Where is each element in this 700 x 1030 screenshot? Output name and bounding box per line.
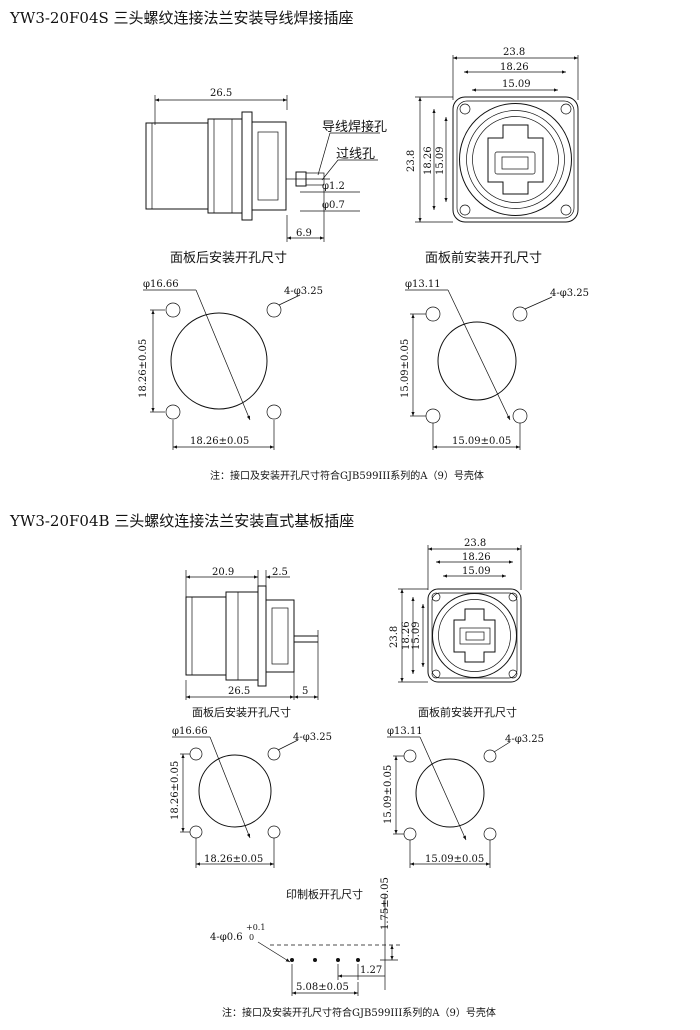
- pcb-caption: 印制板开孔尺寸: [286, 887, 363, 901]
- s2-fv-hole: 18.26: [462, 552, 491, 563]
- s2-caption-rear: 面板后安装开孔尺寸: [192, 705, 291, 719]
- cutout-rear-2: φ16.66 4-φ3.25 18.26±0.05 18.26±0.05: [170, 726, 332, 868]
- s1-cf-vdim: 15.09±0.05: [400, 339, 411, 398]
- s1-fv-vinner: 15.09: [435, 146, 446, 175]
- s1-dim-length: 26.5: [210, 88, 232, 99]
- s1-dia-inner: φ0.7: [322, 200, 345, 211]
- s2-cr-holes: 4-φ3.25: [293, 732, 332, 743]
- s2-cf-dia: φ13.11: [387, 726, 423, 737]
- s2-cf-hdim: 15.09±0.05: [425, 854, 484, 865]
- front-view-2: 23.8 18.26 15.09 23.8 18.26 15.09: [389, 538, 522, 683]
- s1-label-weld-hole: 导线焊接孔: [322, 119, 387, 135]
- s1-caption-front: 面板前安装开孔尺寸: [425, 250, 542, 266]
- s2-cf-vdim: 15.09±0.05: [383, 765, 394, 824]
- s2-caption-front: 面板前安装开孔尺寸: [418, 705, 517, 719]
- s1-cr-vdim: 18.26±0.05: [138, 339, 149, 398]
- s1-cr-hdim: 18.26±0.05: [190, 436, 249, 447]
- s1-cr-dia: φ16.66: [143, 279, 179, 290]
- s1-dia-outer: φ1.2: [322, 181, 345, 192]
- s1-dim-tail: 6.9: [296, 228, 312, 239]
- s1-fv-hole: 18.26: [500, 62, 529, 73]
- s2-cf-holes: 4-φ3.25: [505, 734, 544, 745]
- s1-cf-dia: φ13.11: [405, 279, 441, 290]
- section2-title: YW3-20F04B 三头螺纹连接法兰安装直式基板插座: [9, 512, 354, 530]
- pcb-span: 5.08±0.05: [296, 982, 349, 993]
- front-view-1: 23.8 18.26 15.09 23.8 18.26 15.09: [406, 47, 579, 223]
- s1-cr-holes: 4-φ3.25: [284, 286, 323, 297]
- s2-cr-hdim: 18.26±0.05: [204, 854, 263, 865]
- pcb-pitch: 1.27: [360, 965, 382, 976]
- s2-cr-vdim: 18.26±0.05: [170, 761, 181, 820]
- s1-fv-flange: 23.8: [503, 47, 525, 58]
- side-view-2: 20.9 2.5 26.5 5: [185, 567, 319, 700]
- pcb-vdim: 1.75±0.05: [380, 877, 391, 930]
- cutout-front-2: φ13.11 4-φ3.25 15.09±0.05 15.09±0.05: [383, 726, 544, 868]
- s1-fv-inner: 15.09: [502, 79, 531, 90]
- s1-cf-holes: 4-φ3.25: [550, 288, 589, 299]
- s2-cr-dia: φ16.66: [172, 726, 208, 737]
- cutout-front-1: φ13.11 4-φ3.25 15.09±0.05 15.09±0.05: [400, 279, 589, 450]
- cutout-rear-1: φ16.66 4-φ3.25 18.26±0.05 18.26±0.05: [138, 279, 323, 450]
- pcb-tol-lower: 0: [249, 933, 254, 942]
- s2-fv-flange: 23.8: [464, 538, 486, 549]
- s1-cf-hdim: 15.09±0.05: [452, 436, 511, 447]
- section1-title: YW3-20F04S 三头螺纹连接法兰安装导线焊接插座: [9, 9, 354, 27]
- s1-note: 注：接口及安装开孔尺寸符合GJB599III系列的A（9）号壳体: [210, 469, 484, 482]
- pcb-tol-upper: +0.1: [246, 923, 265, 932]
- s1-fv-vflange: 23.8: [406, 150, 417, 172]
- s2-fv-inner: 15.09: [462, 566, 491, 577]
- s2-dim-flange: 2.5: [272, 567, 288, 578]
- s2-fv-vflange: 23.8: [389, 626, 400, 648]
- s2-fv-vhole: 18.26: [401, 621, 412, 650]
- pcb-cutout: 印制板开孔尺寸 4-φ0.6 +0.1 0 1.75±0.05 1.27 5.0…: [210, 877, 400, 996]
- pcb-holes: 4-φ0.6: [210, 932, 243, 943]
- s2-fv-vinner: 15.09: [411, 621, 422, 650]
- s1-caption-rear: 面板后安装开孔尺寸: [170, 251, 287, 266]
- side-view-1: 26.5 导线焊接孔 过线孔 φ1.2 φ0.7 6.9: [145, 88, 387, 242]
- s2-dim-length: 26.5: [228, 686, 250, 697]
- s2-dim-front: 20.9: [212, 567, 234, 578]
- s2-dim-tail: 5: [302, 686, 308, 697]
- s2-note: 注：接口及安装开孔尺寸符合GJB599III系列的A（9）号壳体: [222, 1006, 496, 1019]
- s1-label-via-hole: 过线孔: [336, 147, 375, 162]
- s1-fv-vhole: 18.26: [423, 146, 434, 175]
